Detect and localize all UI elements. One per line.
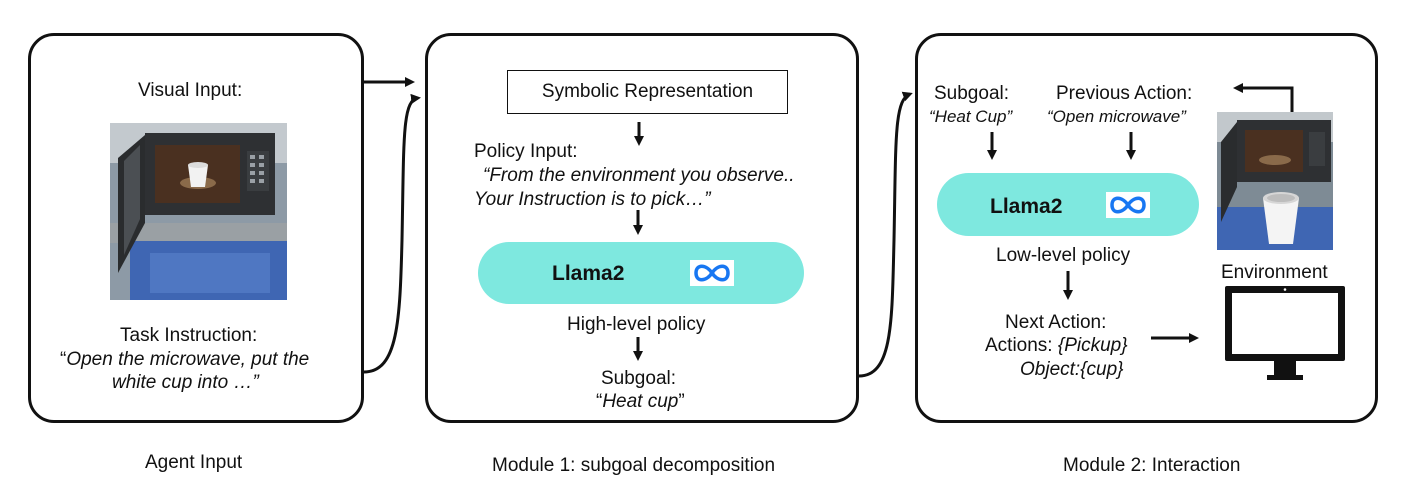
low-level-model-name: Llama2 — [990, 195, 1063, 218]
meta-infinity-icon — [1106, 192, 1150, 218]
actions-prefix: Actions: — [985, 335, 1058, 356]
arrow-module1-to-module2 — [858, 91, 913, 378]
visual-input-label: Visual Input: — [138, 80, 243, 101]
microwave-scene-drawing — [110, 123, 287, 300]
agent-input-caption: Agent Input — [145, 452, 243, 473]
microwave-scene-image — [110, 123, 287, 300]
environment-label: Environment — [1221, 262, 1328, 283]
high-level-model-name: Llama2 — [552, 262, 625, 285]
low-level-llama2-pill — [937, 173, 1199, 236]
arrow-environment-to-prev-action — [1233, 83, 1294, 112]
next-action-label: Next Action: — [1005, 312, 1107, 333]
symbolic-representation-label: Symbolic Representation — [541, 81, 754, 102]
task-open-quote: “ — [60, 349, 67, 370]
previous-action-label: Previous Action: — [1056, 83, 1193, 104]
policy-input-label: Policy Input: — [474, 141, 578, 162]
actions-line: Actions: {Pickup} — [985, 335, 1128, 357]
task-instruction-label: Task Instruction: — [120, 325, 258, 346]
task-instruction-text-line2: white cup into …” — [112, 372, 259, 393]
environment-scene-drawing — [1217, 112, 1333, 250]
actions-value: {Pickup} — [1057, 335, 1128, 356]
high-level-llama2-pill — [478, 242, 804, 304]
module1-subgoal-label: Subgoal: — [601, 368, 677, 389]
subgoal-close-quote: ” — [678, 391, 685, 412]
low-level-policy-label: Low-level policy — [996, 245, 1131, 266]
previous-action-value: “Open microwave” — [1047, 107, 1186, 126]
module1-caption: Module 1: subgoal decomposition — [492, 455, 776, 476]
object-line: Object:{cup} — [1020, 359, 1124, 380]
module2-subgoal-value: “Heat Cup” — [929, 107, 1013, 126]
subgoal-text: Heat cup — [602, 391, 679, 412]
module2-subgoal-label: Subgoal: — [934, 83, 1010, 104]
microwave-scene-image — [1217, 112, 1333, 250]
meta-infinity-icon — [690, 260, 734, 286]
policy-input-text-line1: “From the environment you observe.. — [483, 165, 795, 186]
task-text-1: Open the microwave, put the — [66, 349, 310, 370]
high-level-policy-label: High-level policy — [567, 314, 706, 335]
module1-subgoal-value: “Heat cup” — [596, 391, 685, 413]
computer-monitor-icon — [1225, 286, 1345, 380]
task-instruction-text-line1: “Open the microwave, put the — [60, 349, 309, 371]
policy-input-text-line2: Your Instruction is to pick…” — [474, 189, 711, 210]
subgoal-open-quote: “ — [596, 391, 603, 412]
module2-caption: Module 2: Interaction — [1063, 455, 1241, 476]
arrow-task-to-module1 — [363, 93, 421, 374]
symbolic-representation-box: Symbolic Representation — [507, 70, 788, 114]
